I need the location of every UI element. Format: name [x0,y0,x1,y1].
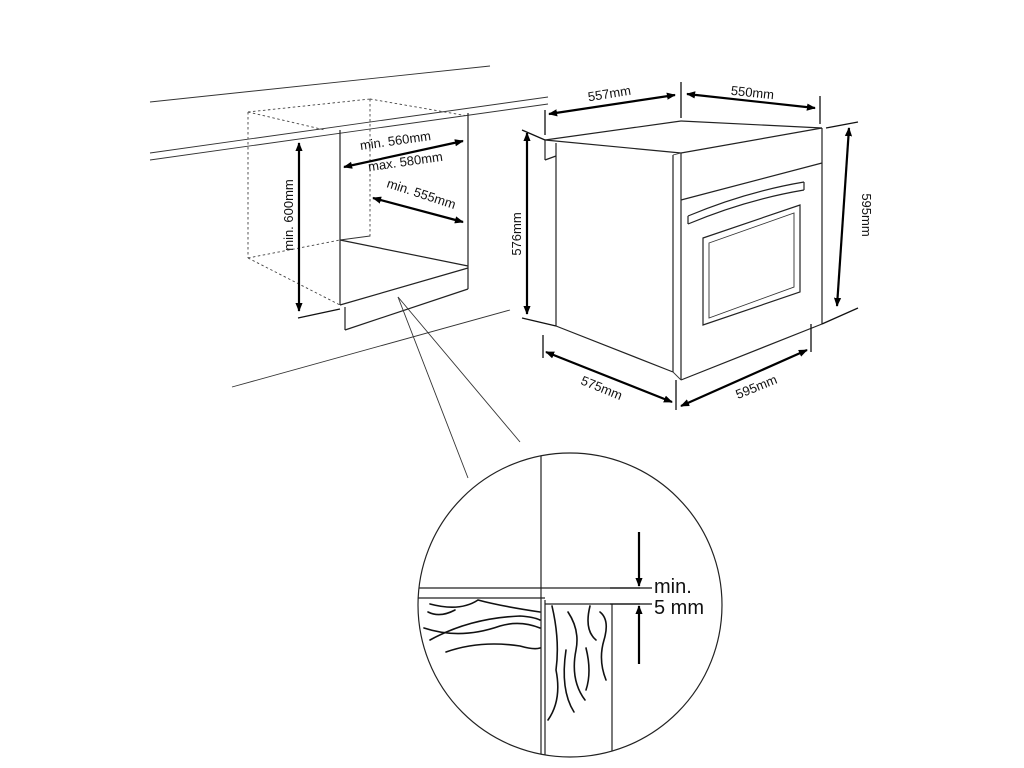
dim-arrow-550 [686,91,816,111]
oven [521,82,859,410]
label-min-600: min. 600mm [281,179,296,251]
dim-arrow-595-height [833,127,853,307]
oven-dimensions: 557mm 550mm 576mm 595mm 575mm 595mm [509,83,874,408]
dim-arrow-depth [372,196,464,224]
cabinet-dimensions: min. 600mm min. 560mm max. 580mm min. 55… [281,128,464,312]
dim-arrow-575 [545,350,673,404]
label-557: 557mm [587,83,632,105]
cabinet-niche [149,65,549,388]
label-575: 575mm [579,373,625,403]
label-576: 576mm [509,212,524,255]
label-gap-min: min. [654,576,692,598]
dim-arrow-width [343,139,464,169]
gap-dimension: min. 5 mm [610,532,704,664]
label-min-555: min. 555mm [385,176,458,212]
label-595-height: 595mm [859,193,874,236]
label-550: 550mm [730,83,775,102]
dim-arrow-595-width [680,348,808,408]
callout-leader [397,296,521,479]
label-gap-5mm: 5 mm [654,597,704,619]
label-595-width: 595mm [733,372,779,402]
dim-arrow-557 [548,92,676,117]
